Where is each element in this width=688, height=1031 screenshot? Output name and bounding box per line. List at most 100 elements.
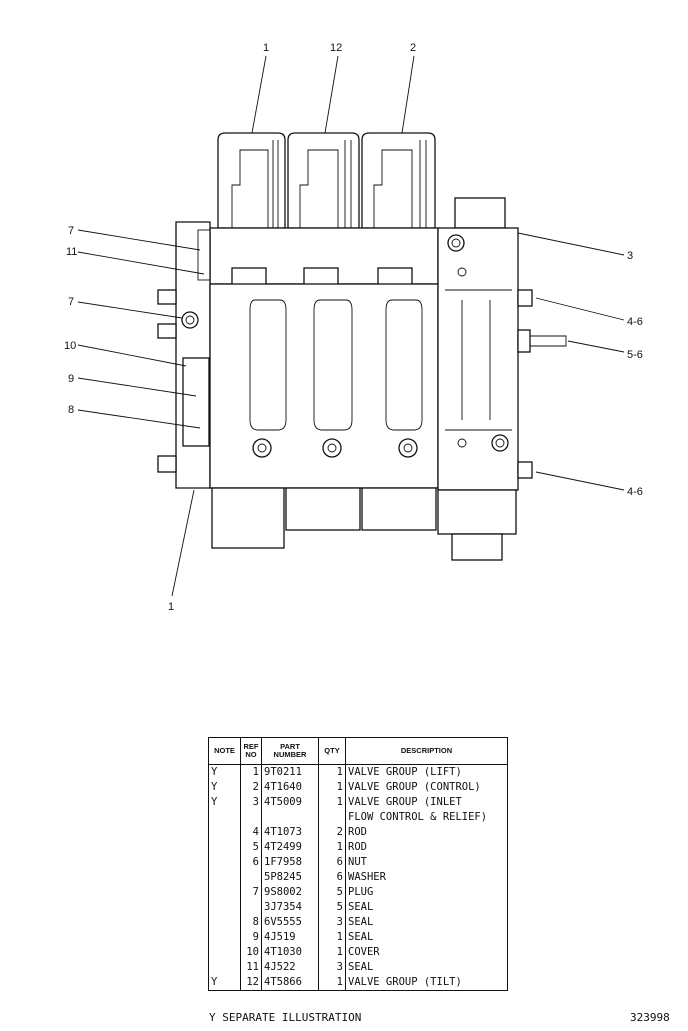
cell-desc: ROD bbox=[345, 825, 508, 840]
right-studs bbox=[517, 289, 567, 479]
cell-desc: SEAL bbox=[345, 930, 508, 945]
callout-5-6: 5-6 bbox=[627, 349, 643, 361]
cell-desc: SEAL bbox=[345, 960, 508, 975]
cell-ref: 3 bbox=[240, 795, 262, 810]
cell-desc: SEAL bbox=[345, 900, 508, 915]
cell-part: 4J522 bbox=[261, 960, 319, 975]
bottom-end-caps bbox=[211, 487, 517, 561]
cell-ref: 5 bbox=[240, 840, 262, 855]
cell-qty: 1 bbox=[318, 780, 346, 795]
cell-ref bbox=[240, 900, 262, 915]
cell-ref bbox=[240, 870, 262, 885]
leader-lines bbox=[77, 55, 625, 597]
header-note: NOTE bbox=[208, 737, 241, 765]
cell-note: Y bbox=[208, 975, 241, 991]
cell-desc: VALVE GROUP (INLET bbox=[345, 795, 508, 810]
cell-part: 4T1030 bbox=[261, 945, 319, 960]
cell-qty: 5 bbox=[318, 885, 346, 900]
cell-note bbox=[208, 930, 241, 945]
cell-note bbox=[208, 855, 241, 870]
left-studs bbox=[157, 289, 177, 473]
cell-qty: 5 bbox=[318, 900, 346, 915]
cell-desc: COVER bbox=[345, 945, 508, 960]
inlet-valve-group bbox=[437, 197, 519, 491]
cell-desc: VALVE GROUP (CONTROL) bbox=[345, 780, 508, 795]
cell-note bbox=[208, 870, 241, 885]
main-valve-body bbox=[209, 283, 439, 489]
callout-12: 12 bbox=[330, 42, 342, 54]
header-qty: QTY bbox=[318, 737, 346, 765]
cell-part: 4J519 bbox=[261, 930, 319, 945]
left-cover bbox=[175, 221, 211, 489]
cell-part: 6V5555 bbox=[261, 915, 319, 930]
cell-note bbox=[208, 885, 241, 900]
cell-ref: 7 bbox=[240, 885, 262, 900]
callout-8: 8 bbox=[68, 404, 74, 416]
cell-part: 3J7354 bbox=[261, 900, 319, 915]
header-description: DESCRIPTION bbox=[345, 737, 508, 765]
cell-ref: 4 bbox=[240, 825, 262, 840]
cell-qty: 1 bbox=[318, 764, 346, 780]
cell-desc: SEAL bbox=[345, 915, 508, 930]
cell-part: 1F7958 bbox=[261, 855, 319, 870]
callout-7-lower: 7 bbox=[68, 296, 74, 308]
cell-qty: 1 bbox=[318, 840, 346, 855]
cell-part: 9S8002 bbox=[261, 885, 319, 900]
cell-desc: ROD bbox=[345, 840, 508, 855]
cell-part: 9T0211 bbox=[261, 764, 319, 780]
callout-11: 11 bbox=[66, 246, 77, 258]
cell-desc: VALVE GROUP (TILT) bbox=[345, 975, 508, 991]
cell-part bbox=[261, 810, 319, 825]
cell-note bbox=[208, 960, 241, 975]
cell-note bbox=[208, 915, 241, 930]
cell-note bbox=[208, 810, 241, 825]
cell-ref: 9 bbox=[240, 930, 262, 945]
cell-qty: 3 bbox=[318, 915, 346, 930]
cell-part: 5P8245 bbox=[261, 870, 319, 885]
cell-desc: WASHER bbox=[345, 870, 508, 885]
callout-7-upper: 7 bbox=[68, 225, 74, 237]
cell-note: Y bbox=[208, 764, 241, 780]
cell-note: Y bbox=[208, 795, 241, 810]
cell-ref bbox=[240, 810, 262, 825]
cell-note: Y bbox=[208, 780, 241, 795]
cell-note bbox=[208, 840, 241, 855]
valve-housing-tilt bbox=[287, 132, 360, 229]
callout-10: 10 bbox=[64, 340, 76, 352]
cell-qty: 3 bbox=[318, 960, 346, 975]
cell-note bbox=[208, 900, 241, 915]
cell-part: 4T1073 bbox=[261, 825, 319, 840]
cell-ref: 11 bbox=[240, 960, 262, 975]
cell-desc: NUT bbox=[345, 855, 508, 870]
valve-housing-lift bbox=[217, 132, 286, 229]
cell-qty: 1 bbox=[318, 945, 346, 960]
callout-1-bottom: 1 bbox=[168, 601, 174, 613]
cell-ref: 12 bbox=[240, 975, 262, 991]
cell-qty: 2 bbox=[318, 825, 346, 840]
footnote: Y SEPARATE ILLUSTRATION bbox=[209, 1011, 362, 1024]
cell-desc: VALVE GROUP (LIFT) bbox=[345, 764, 508, 780]
cell-ref: 2 bbox=[240, 780, 262, 795]
cell-note bbox=[208, 945, 241, 960]
cell-qty: 6 bbox=[318, 870, 346, 885]
valve-assembly-diagram: 1 12 2 3 7 11 7 4-6 10 5-6 9 8 4-6 1 bbox=[64, 42, 643, 613]
drawing-number: 323998 bbox=[630, 1011, 670, 1024]
cell-qty: 1 bbox=[318, 975, 346, 991]
cell-desc: PLUG bbox=[345, 885, 508, 900]
cell-desc: FLOW CONTROL & RELIEF) bbox=[345, 810, 508, 825]
table-row: FLOW CONTROL & RELIEF) bbox=[208, 810, 508, 825]
cell-qty: 1 bbox=[318, 795, 346, 810]
